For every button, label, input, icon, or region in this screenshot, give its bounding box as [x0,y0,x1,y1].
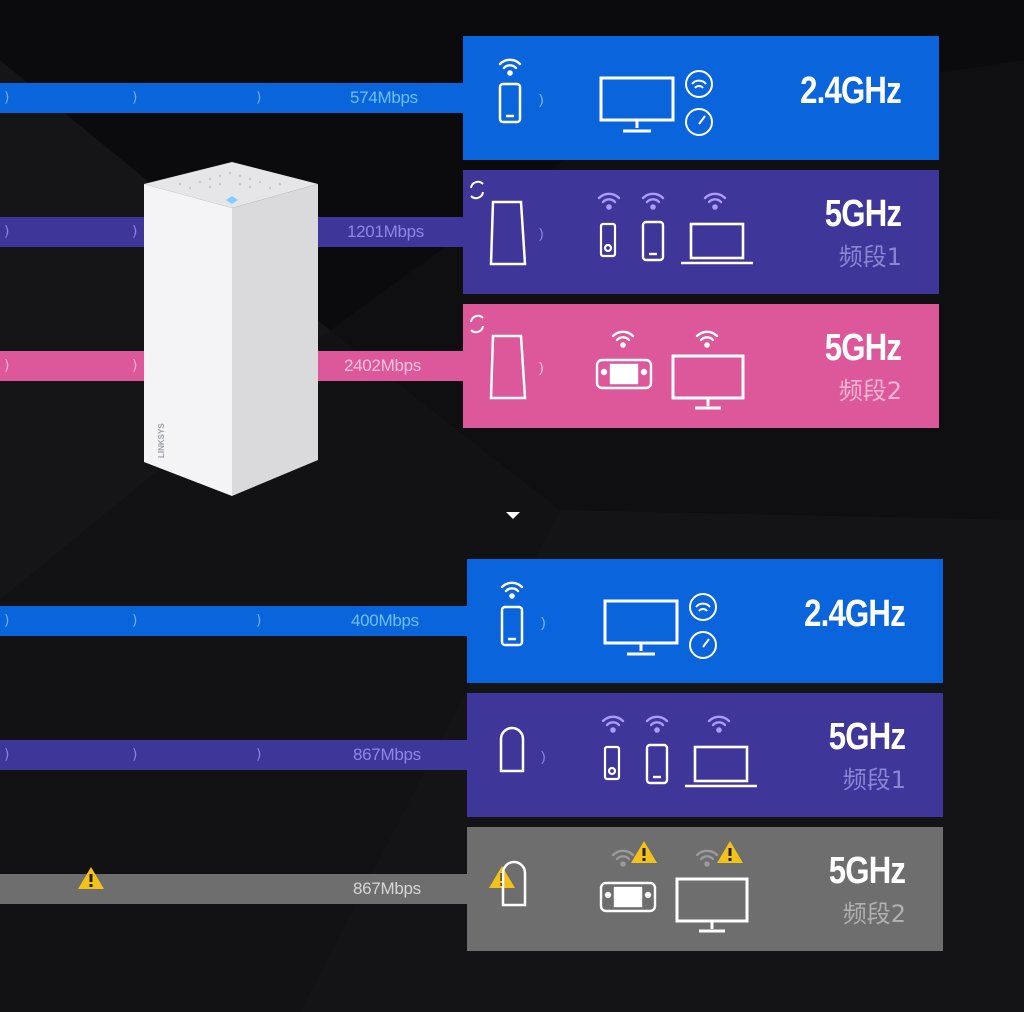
media-player-icon [599,222,617,258]
band-frequency: 5GHz [828,716,906,758]
band-icons: ) [500,581,717,659]
speed-label: 1201Mbps [347,222,424,241]
monitor-icon [603,599,679,656]
sync-icon [470,180,484,200]
band-icons: ) [499,715,757,788]
beam-top-2g: ) ) ) 574Mbps [0,83,464,113]
monitor-icon [671,354,745,410]
band-panel-bottom-5g2: 5GHz 频段2 [467,827,943,951]
gamepad-icon [599,881,657,913]
wifi-icon [685,70,713,98]
speed-label: 574Mbps [350,88,418,107]
wifi-icon [695,849,719,867]
wifi-icon [611,330,635,348]
wifi-icon [689,593,717,621]
signal-chevron: ) [539,91,544,107]
signal-chevron: ) [256,747,262,763]
band-sub-label: 频段1 [842,766,906,794]
beam-bottom-2g: ) ) ) 400Mbps [0,606,468,636]
signal-chevron: ) [539,359,544,375]
speed-label: 400Mbps [351,611,419,630]
band-panel-top-5g1: ) 5GHz 频段1 [463,170,939,294]
signal-chevron: ) [4,358,10,374]
router-icon [499,726,525,773]
monitor-icon [675,877,749,933]
router-node: LINKSYS [144,162,318,496]
signal-chevron: ) [541,748,546,764]
signal-chevron: ) [4,224,10,240]
signal-chevron: ) [132,747,138,763]
band-sub-label: 频段1 [838,243,902,271]
gauge-icon [685,108,713,136]
band-icons: ) [470,314,745,410]
signal-chevron: ) [132,613,138,629]
divider-arrow [506,512,520,519]
speed-label: 867Mbps [353,879,421,898]
signal-chevron: ) [256,90,262,106]
signal-chevron: ) [132,358,138,374]
router-icon [489,200,527,266]
signal-chevron: ) [4,613,10,629]
gamepad-icon [595,358,653,390]
band-panel-top-2g: ) 2.4GHz [463,36,939,160]
band-sub-label: 频段2 [838,377,902,405]
laptop-icon [681,222,753,265]
phone-icon [645,743,669,785]
warning-icon [631,841,657,863]
monitor-icon [599,76,675,133]
wifi-icon [597,192,621,210]
band-icons [489,841,749,933]
speed-label: 2402Mbps [344,356,421,375]
signal-chevron: ) [541,614,546,630]
wifi-icon [601,715,625,733]
band-sub-label: 频段2 [842,900,906,928]
band-panel-top-5g2: ) 5GHz 频段2 [463,304,939,428]
router-icon [489,334,527,400]
band-frequency: 2.4GHz [804,593,906,635]
speed-label: 867Mbps [353,745,421,764]
band-icons: ) [470,180,753,266]
signal-chevron: ) [4,90,10,106]
laptop-icon [685,745,757,788]
phone-icon [498,82,522,124]
beam-bottom-5g2: 867Mbps [0,867,468,904]
band-frequency: 5GHz [828,850,906,892]
sync-icon [470,314,484,334]
band-frequency: 2.4GHz [800,70,902,112]
wifi-icon [695,330,719,348]
signal-chevron: ) [4,747,10,763]
band-panel-bottom-2g: ) 2.4GHz [467,559,943,683]
band-icons: ) [498,58,713,136]
band-frequency: 5GHz [824,327,902,369]
wifi-icon [641,192,665,210]
wifi-icon [707,715,731,733]
router-icon [501,860,527,907]
signal-chevron: ) [256,613,262,629]
signal-chevron: ) [132,90,138,106]
wifi-icon [611,849,635,867]
media-player-icon [603,745,621,781]
phone-icon [641,220,665,262]
wifi-icon [703,192,727,210]
wifi-icon [645,715,669,733]
wifi-icon [500,581,524,599]
wifi-icon [498,58,522,76]
signal-chevron: ) [539,225,544,241]
phone-icon [500,605,524,647]
warning-icon [717,841,743,863]
band-panel-bottom-5g1: ) 5GHz 频段1 [467,693,943,817]
beam-bottom-5g1: ) ) ) 867Mbps [0,740,468,770]
band-frequency: 5GHz [824,193,902,235]
warning-icon [78,867,104,889]
signal-chevron: ) [132,224,138,240]
brand-logo-text: LINKSYS [157,423,166,458]
gauge-icon [689,631,717,659]
